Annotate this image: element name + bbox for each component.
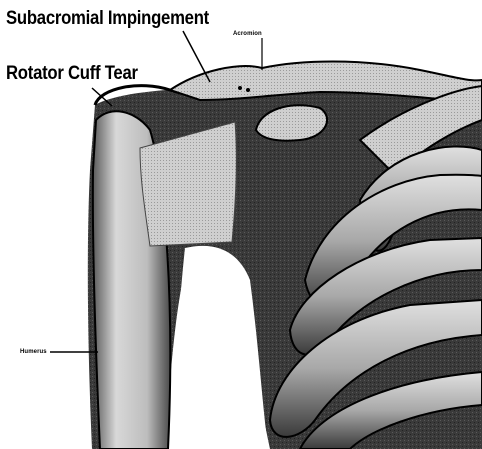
label-rotator-cuff-tear: Rotator Cuff Tear: [6, 64, 138, 83]
impingement-spot-2: [246, 88, 250, 92]
impingement-spot-1: [238, 86, 242, 90]
leader-subacromial: [183, 31, 210, 82]
label-humerus: Humerus: [20, 349, 47, 355]
label-acromion: Acromion: [233, 31, 262, 37]
label-subacromial-impingement: Subacromial Impingement: [6, 9, 209, 28]
